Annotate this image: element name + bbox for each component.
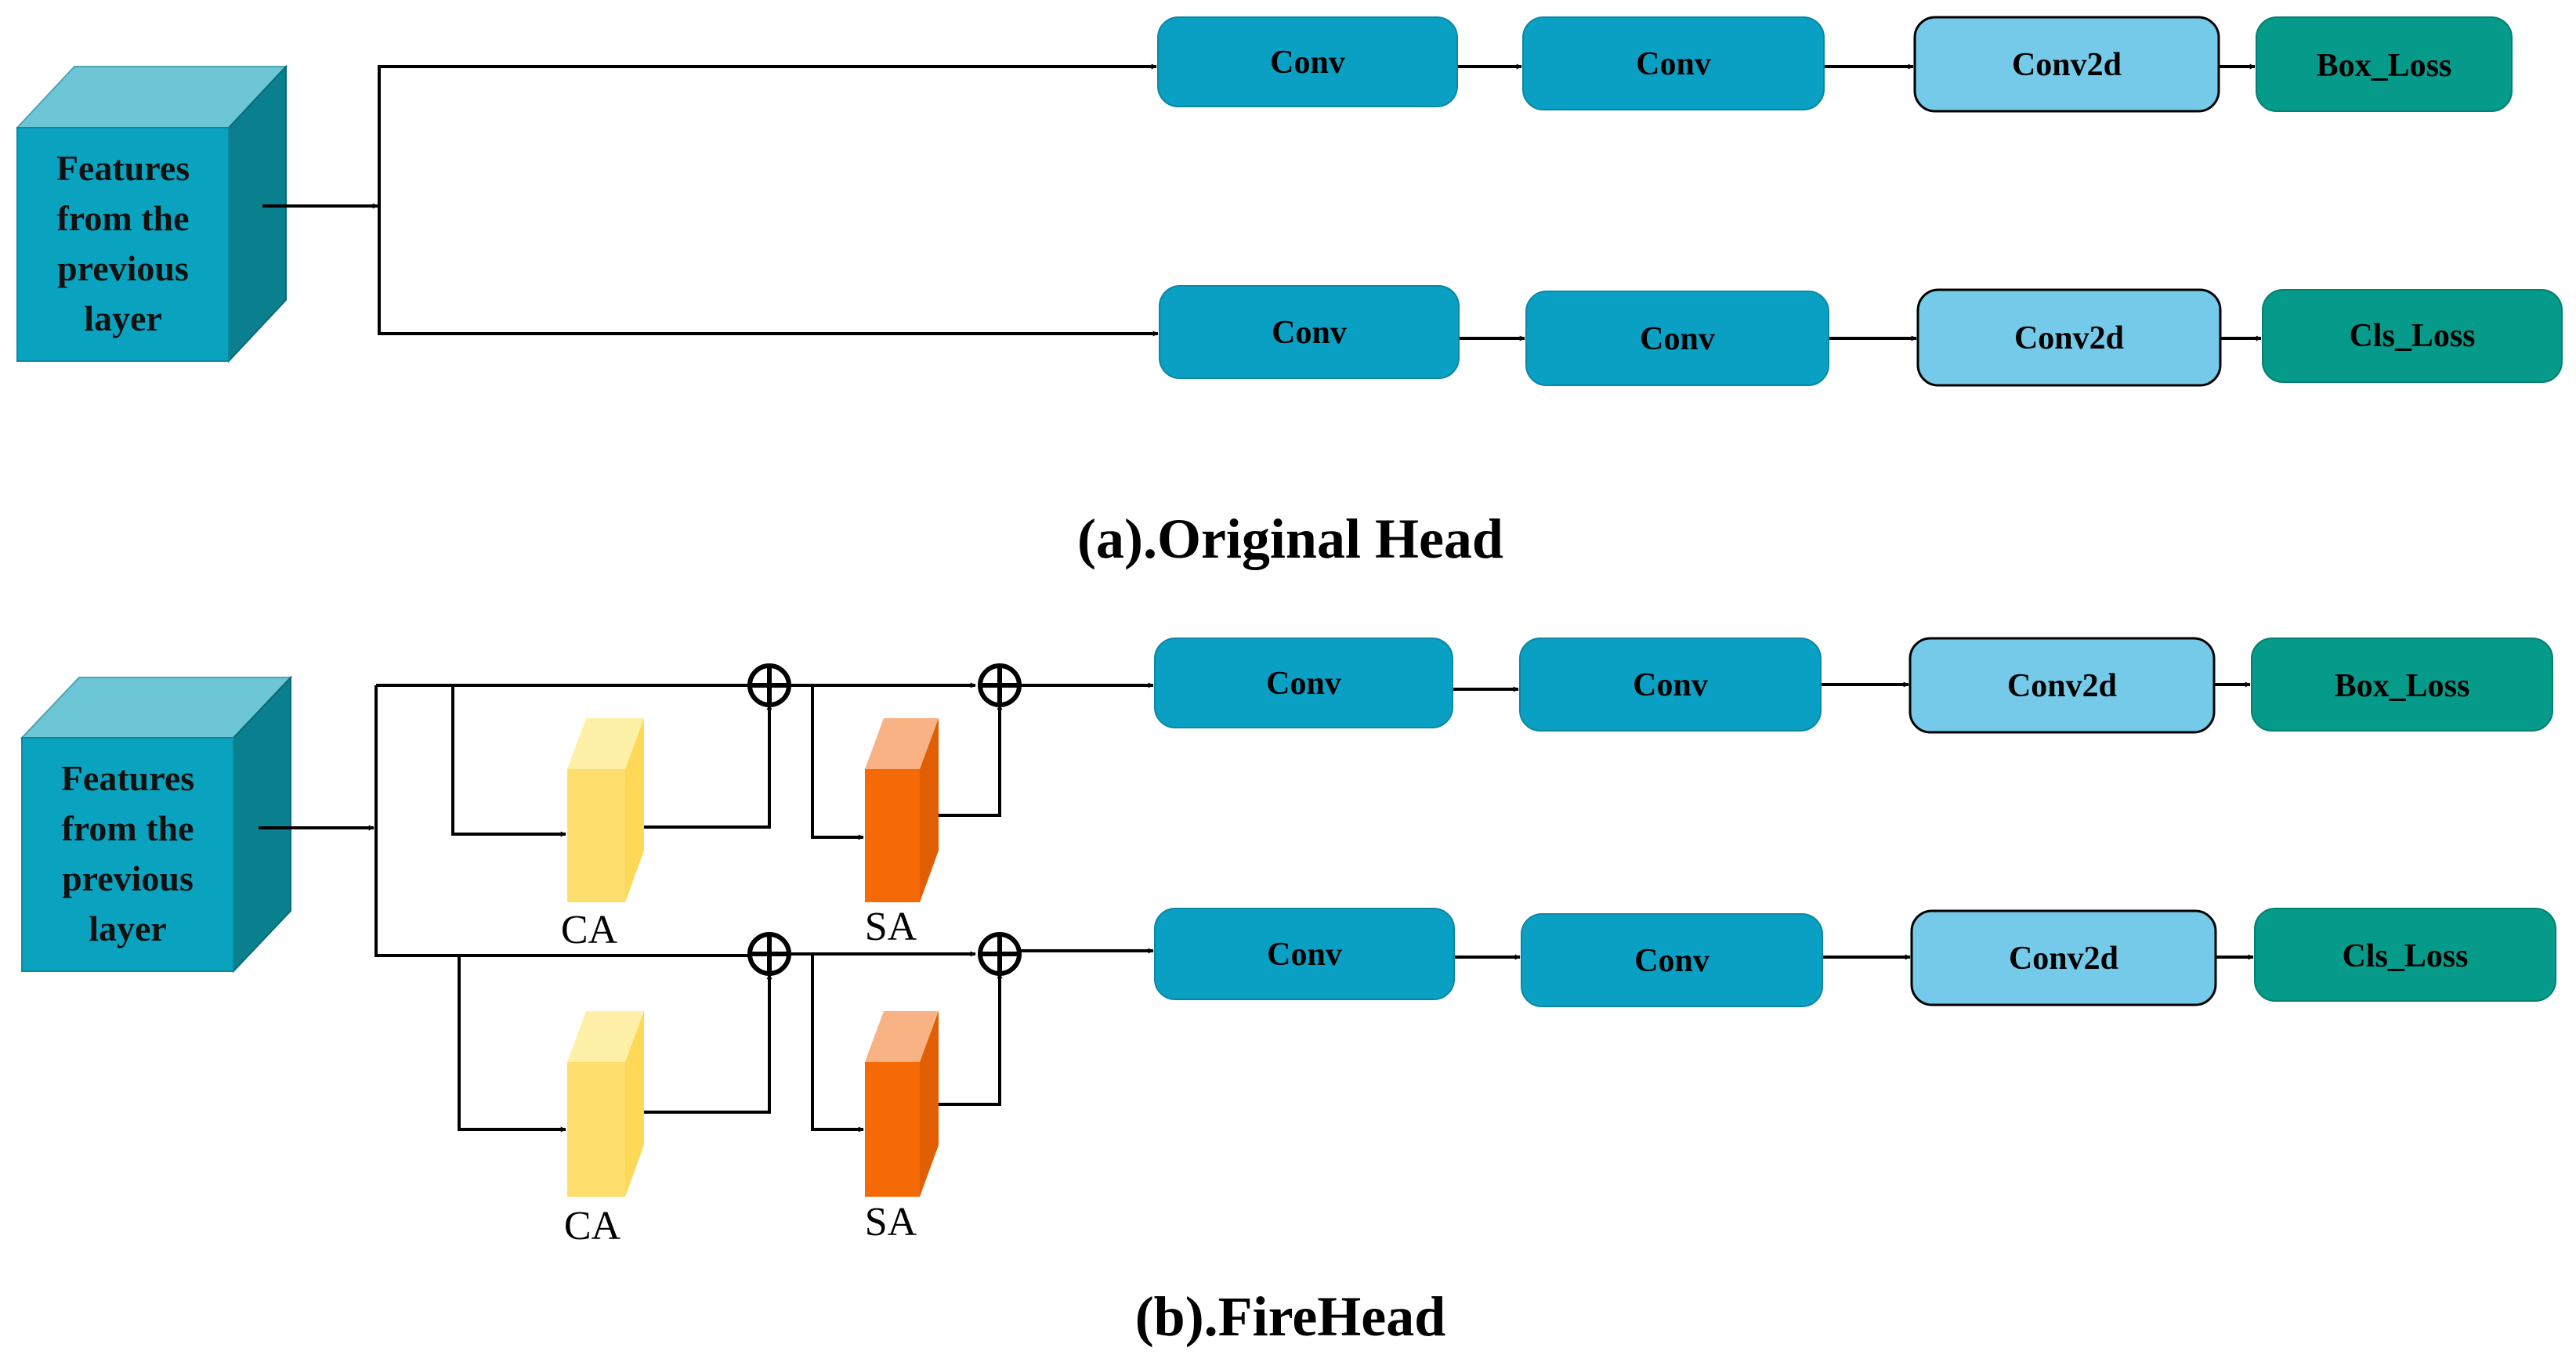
conv2d-block — [1908, 637, 2216, 734]
input-label-line-2: from the — [61, 808, 194, 848]
conv-label: Conv — [1633, 667, 1708, 703]
conv-label: Conv — [1270, 45, 1345, 81]
sa-label: SA — [865, 1200, 917, 1245]
caption-a: (a).Original Head — [1077, 508, 1503, 570]
cube-icon — [15, 64, 288, 363]
ca-label: CA — [564, 1204, 621, 1248]
conv2d-label: Conv2d — [2009, 941, 2118, 977]
conv2d-block — [1913, 16, 2220, 113]
input-label-line-1: Features — [56, 148, 190, 188]
conv-label: Conv — [1636, 46, 1711, 82]
conv-label: Conv — [1640, 321, 1715, 357]
conv-block — [1157, 16, 1458, 107]
a-bottom-branch: Conv Conv Conv2d Cls_Loss — [1159, 285, 2563, 387]
a-top-branch: Conv Conv Conv2d Box_Loss — [1157, 16, 2513, 113]
conv-block — [1159, 285, 1460, 379]
input-label-line-2: from the — [56, 198, 189, 238]
plus-circle-icon — [978, 663, 1022, 707]
ca-block-top — [567, 718, 644, 902]
cube-icon — [20, 675, 293, 974]
conv-block — [1521, 913, 1823, 1007]
conv2d-label: Conv2d — [2014, 320, 2124, 356]
conv-label: Conv — [1634, 943, 1709, 979]
input-label-line-4: layer — [89, 909, 167, 948]
sa-label: SA — [865, 905, 917, 949]
loss-block — [2262, 289, 2563, 383]
conv2d-label: Conv2d — [2012, 47, 2122, 83]
ca-label: CA — [561, 908, 618, 952]
conv2d-block — [1916, 288, 2222, 387]
plus-circle-icon — [747, 663, 791, 707]
caption-b: (b).FireHead — [1135, 1285, 1446, 1348]
conv-block — [1519, 638, 1822, 732]
conv-label: Conv — [1272, 315, 1347, 351]
plus-circle-icon — [978, 932, 1022, 976]
loss-label: Box_Loss — [2317, 48, 2452, 84]
conv2d-block — [1910, 909, 2217, 1006]
loss-label: Cls_Loss — [2349, 318, 2475, 354]
loss-block — [2251, 638, 2553, 732]
diagram-a: Features from the previous layer Conv Co… — [15, 16, 2563, 570]
b-bottom-branch: Conv Conv Conv2d Cls_Loss — [1154, 908, 2556, 1007]
loss-label: Box_Loss — [2335, 668, 2470, 704]
conv-label: Conv — [1266, 666, 1341, 702]
conv-block — [1525, 291, 1829, 386]
loss-block — [2256, 16, 2513, 112]
sa-block-top — [865, 718, 939, 902]
b-top-branch: Conv Conv Conv2d Box_Loss — [1154, 637, 2553, 734]
conv-block — [1522, 16, 1825, 110]
input-label-line-3: previous — [62, 858, 194, 898]
input-label-line-4: layer — [84, 298, 162, 338]
diagram-b: Features from the previous layer — [20, 637, 2556, 1348]
conv-block — [1154, 908, 1455, 1000]
loss-label: Cls_Loss — [2342, 938, 2468, 974]
loss-block — [2254, 908, 2556, 1002]
input-label-line-1: Features — [61, 758, 194, 798]
arrows-a — [262, 63, 2262, 341]
input-label-line-3: previous — [57, 248, 189, 288]
conv2d-label: Conv2d — [2007, 668, 2117, 704]
conv-label: Conv — [1267, 937, 1342, 973]
conv-block — [1154, 638, 1453, 728]
sa-block-bottom — [865, 1011, 939, 1197]
ca-block-bottom — [567, 1011, 644, 1197]
plus-circle-icon — [747, 932, 791, 976]
